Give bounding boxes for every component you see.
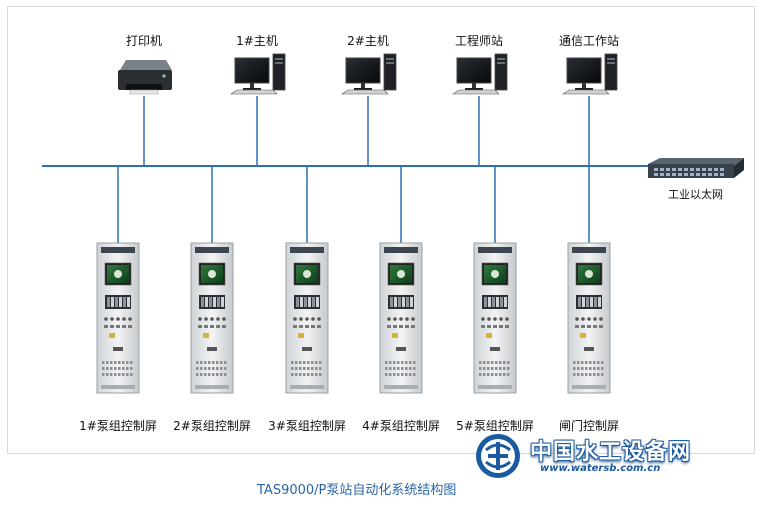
- control-cabinet-icon: [96, 242, 140, 394]
- control-cabinet-icon: [567, 242, 611, 394]
- printer-icon: [118, 60, 172, 95]
- device-label-engineer: 工程师站: [454, 34, 504, 48]
- device-label-host1: 1#主机: [236, 34, 278, 48]
- device-label-comm: 通信工作站: [558, 34, 620, 48]
- cabinet-label: 闸门控制屏: [558, 419, 620, 433]
- computer-icon: [452, 53, 508, 95]
- computer-icon: [230, 53, 286, 95]
- computer-icon: [341, 53, 397, 95]
- cabinet-label: 1#泵组控制屏: [79, 419, 157, 433]
- watermark-name: 中国水工设备网: [530, 440, 692, 465]
- control-cabinet-icon: [190, 242, 234, 394]
- ethernet-label: 工业以太网: [668, 188, 723, 201]
- device-label-printer: 打印机: [125, 34, 163, 48]
- control-cabinet-icon: [473, 242, 517, 394]
- computer-icon: [562, 53, 618, 95]
- control-cabinet-icon: [379, 242, 423, 394]
- watersb-logo-icon: [476, 434, 520, 478]
- control-cabinet-icon: [285, 242, 329, 394]
- cabinet-label: 4#泵组控制屏: [362, 419, 440, 433]
- device-label-host2: 2#主机: [347, 34, 389, 48]
- connection-lines: [117, 96, 653, 243]
- network-switch-icon: [648, 158, 744, 178]
- cabinet-label: 2#泵组控制屏: [173, 419, 251, 433]
- diagram-caption: TAS9000/P泵站自动化系统结构图: [257, 483, 457, 498]
- cabinet-label: 5#泵组控制屏: [456, 419, 534, 433]
- watermark-url: www.watersb.com.cn: [540, 463, 661, 474]
- cabinet-label: 3#泵组控制屏: [268, 419, 346, 433]
